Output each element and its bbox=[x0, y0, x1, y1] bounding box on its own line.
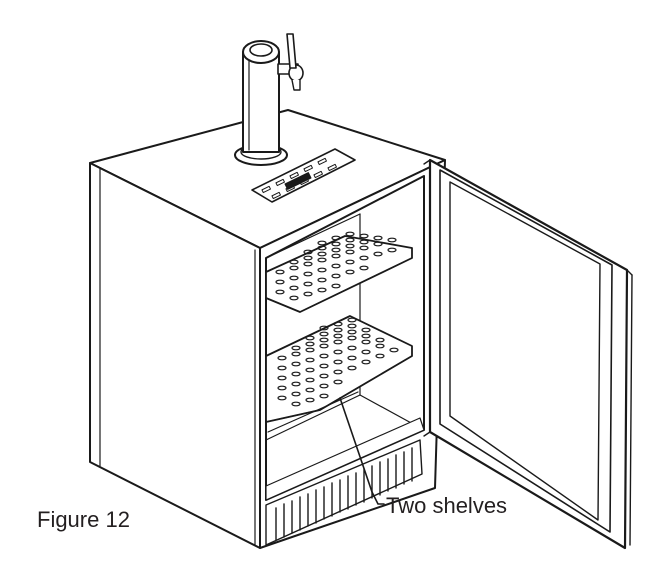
wire-shelf-upper bbox=[265, 231, 413, 313]
ventilation-grille bbox=[265, 439, 423, 546]
control-panel bbox=[251, 148, 356, 203]
callout-label: Two shelves bbox=[386, 493, 507, 518]
open-door bbox=[423, 158, 633, 550]
callout-leader-line bbox=[339, 397, 385, 505]
figure-caption: Figure 12 bbox=[37, 507, 130, 532]
beer-tap-tower bbox=[234, 33, 304, 166]
wire-shelf-lower bbox=[265, 315, 413, 433]
